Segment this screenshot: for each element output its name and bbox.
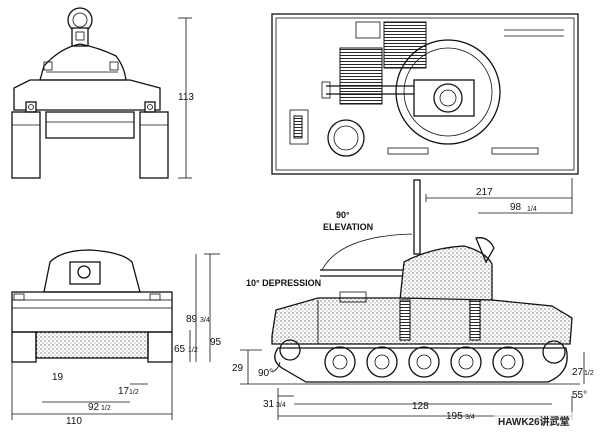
rear-hull-height-label: 65: [174, 344, 186, 355]
side-hull-length-fraction: 3/4: [465, 414, 475, 421]
front-height-label: 113: [178, 92, 194, 103]
rear-hull-height-fraction: 1/2: [188, 347, 198, 354]
rear-view: 110 92 1/2 17 1/2 19 65 1/2 89 3/4 95: [11, 249, 222, 427]
side-wheelbase-label: 128: [412, 401, 429, 412]
rear-track-gap-label: 17: [118, 386, 130, 397]
side-front-offset-label: 31: [263, 399, 275, 410]
side-front-offset-fraction: 3/4: [276, 402, 286, 409]
rear-total-height-label: 95: [210, 337, 222, 348]
watermark: HAWK26讲武堂: [498, 415, 570, 428]
side-half-length-label: 98: [510, 202, 522, 213]
front-view: 113: [11, 7, 194, 179]
top-view: [271, 13, 579, 175]
elevation-value: 90°: [336, 210, 350, 220]
rear-half-width-fraction: 1/2: [101, 405, 111, 412]
rear-upper-height-label: 89: [186, 314, 198, 325]
angle-left-label: 90°: [258, 368, 273, 379]
rear-width-label: 110: [66, 416, 82, 427]
side-view: 29 90° 27 1/2 55° 31 3/4 128 195 3/4: [232, 237, 594, 422]
watermark-bg: [494, 412, 598, 428]
side-half-length-fraction: 1/4: [527, 206, 537, 213]
rear-clearance-label: 19: [52, 372, 64, 383]
elevation-annotations: 90° ELEVATION 10° DEPRESSION: [246, 179, 421, 288]
depression-label: 10° DEPRESSION: [246, 278, 321, 288]
angle-right-label: 55°: [572, 390, 587, 401]
side-right-height-fraction: 1/2: [584, 370, 594, 377]
elevation-label: ELEVATION: [323, 222, 373, 232]
side-length-top-label: 217: [476, 187, 493, 198]
rear-upper-height-fraction: 3/4: [200, 317, 210, 324]
rear-half-width-label: 92: [88, 402, 100, 413]
side-hull-length-label: 195: [446, 411, 463, 422]
rear-track-gap-fraction: 1/2: [129, 389, 139, 396]
side-right-height-label: 27: [572, 367, 584, 378]
side-height-label: 29: [232, 363, 244, 374]
side-top-dimensions: 217 98 1/4: [425, 178, 573, 214]
